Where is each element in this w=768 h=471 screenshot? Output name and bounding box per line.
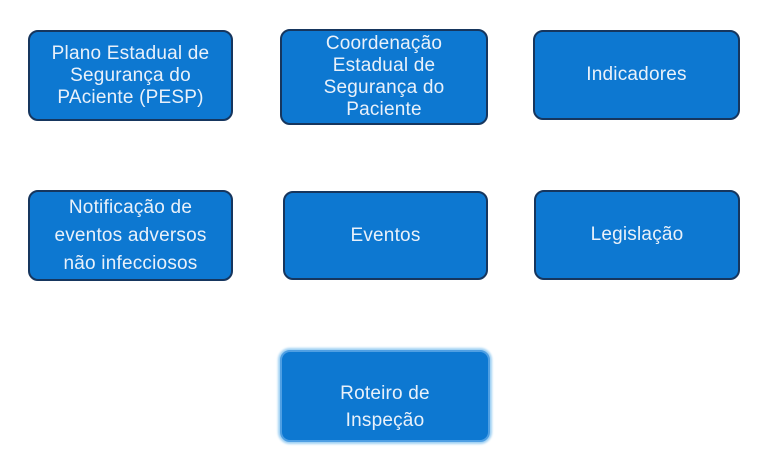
button-roteiro-inspecao[interactable]: Roteiro de Inspeção [280,350,490,442]
button-notificacao-eventos-adversos[interactable]: Notificação de eventos adversos não infe… [28,190,233,281]
button-label: Indicadores [586,64,687,85]
button-plano-estadual-pesp[interactable]: Plano Estadual de Segurança do PAciente … [28,30,233,121]
button-eventos[interactable]: Eventos [283,191,488,280]
button-label: Roteiro de Inspeção [340,383,430,431]
button-label: Plano Estadual de Segurança do PAciente … [51,42,210,108]
button-label: Notificação de eventos adversos não infe… [54,196,207,274]
button-coordenacao-estadual[interactable]: Coordenação Estadual de Segurança do Pac… [280,29,488,125]
button-label: Coordenação Estadual de Segurança do Pac… [323,33,445,120]
button-legislacao[interactable]: Legislação [534,190,740,280]
button-label: Eventos [350,224,421,246]
button-label: Legislação [590,224,684,245]
button-indicadores[interactable]: Indicadores [533,30,740,120]
